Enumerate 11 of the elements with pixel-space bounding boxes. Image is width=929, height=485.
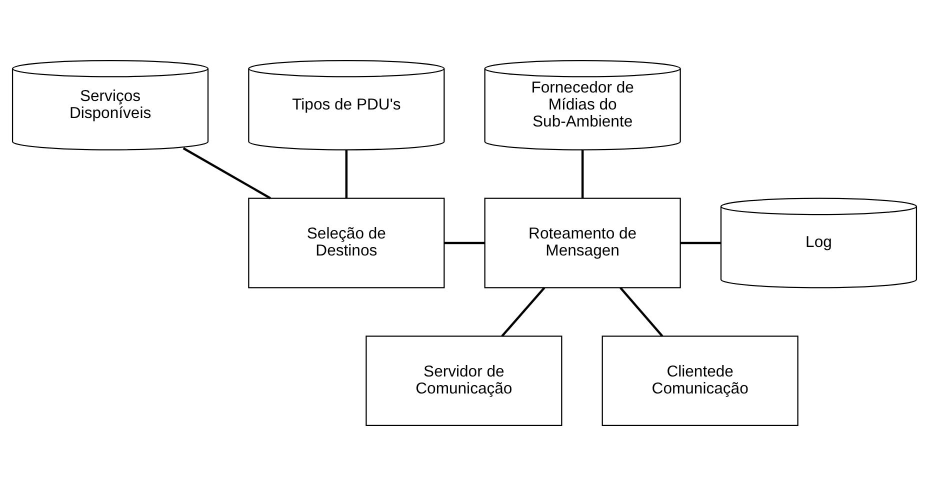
connector xyxy=(444,241,485,244)
node-box: Seleção de Destinos xyxy=(248,197,445,288)
connector xyxy=(680,241,721,244)
node-box: Servidor de Comunicação xyxy=(366,335,562,426)
node-box: Roteamento de Mensagen xyxy=(484,197,681,288)
node-box: Clientede Comunicação xyxy=(602,335,798,426)
connector xyxy=(182,146,271,199)
connector xyxy=(345,149,348,198)
connector xyxy=(620,286,664,336)
connector xyxy=(501,286,546,336)
connector xyxy=(581,149,584,198)
